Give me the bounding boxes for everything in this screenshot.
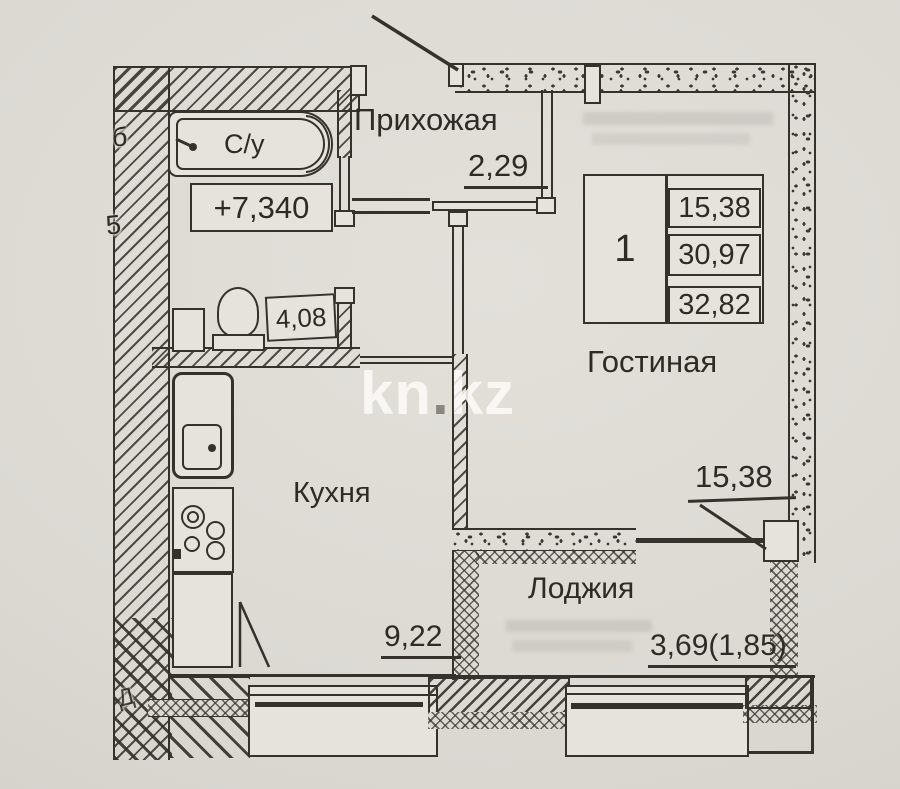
wall-bathroom-right xyxy=(337,302,352,349)
spec-rooms-cell: 1 xyxy=(585,176,665,322)
wall-corner-bottom-left xyxy=(113,618,172,760)
window-frame-line xyxy=(567,693,747,695)
outer-edge-right xyxy=(811,676,814,754)
partition-kitchen-line xyxy=(360,362,452,364)
wall-right xyxy=(788,63,816,563)
spec-living-area: 15,38 xyxy=(678,191,751,224)
underline xyxy=(687,496,797,503)
door-jamb-entrance xyxy=(350,65,367,96)
bathroom-area: 4,08 xyxy=(274,301,328,334)
kitchen-door-swing xyxy=(238,601,271,668)
window-glazing-line xyxy=(571,703,743,709)
wall-corner-bottom-left xyxy=(170,676,250,758)
stove-burner xyxy=(206,541,225,560)
watermark: kn.kz xyxy=(360,364,515,424)
room-label-hallway: Прихожая xyxy=(354,102,498,137)
elevation-mark-text: +7,340 xyxy=(213,190,310,225)
underline xyxy=(648,665,796,668)
wall-hallway-bottom xyxy=(352,198,430,201)
kitchen-sink xyxy=(182,424,222,470)
sink xyxy=(172,308,205,352)
insulation-pier-center xyxy=(428,712,570,729)
underline xyxy=(381,656,461,659)
wall-top-left xyxy=(113,66,360,112)
wall-loggia-left xyxy=(452,550,479,680)
spec-rooms-count: 1 xyxy=(614,228,636,270)
door-jamb xyxy=(334,210,355,227)
spec-table: 1 15,38 30,97 32,82 xyxy=(583,174,764,324)
kitchen-cabinet xyxy=(172,573,233,668)
toilet-tank xyxy=(212,334,265,351)
door-jamb-entrance xyxy=(448,63,464,87)
door-jamb xyxy=(536,197,556,214)
entrance-door-swing xyxy=(371,14,459,72)
watermark-text: kz xyxy=(449,360,516,427)
door-jamb xyxy=(448,211,468,227)
stove-burner xyxy=(181,505,205,529)
wall-hallway-right xyxy=(541,90,553,200)
insulation-corner-right xyxy=(743,705,817,723)
stove-knob xyxy=(174,549,181,559)
door-recess-hallway xyxy=(432,201,538,211)
bathroom-area-box: 4,08 xyxy=(264,293,338,342)
stove-burner xyxy=(206,521,225,540)
door-jamb-loggia xyxy=(763,520,799,562)
faded-text-living-room xyxy=(592,133,750,145)
wall-pier-center xyxy=(428,677,570,714)
watermark-text: kn xyxy=(360,360,433,427)
area-hallway: 2,29 xyxy=(468,148,529,183)
wall-loggia-top xyxy=(452,528,636,551)
stove-burner xyxy=(184,536,200,552)
spec-living-area-cell: 15,38 xyxy=(668,188,761,228)
wall-loggia-right xyxy=(770,561,798,679)
spec-area-cell: 30,97 xyxy=(668,234,761,276)
wall-living-loggia xyxy=(636,538,768,543)
area-loggia: 3,69(1,85) xyxy=(650,629,787,662)
window-loggia xyxy=(565,685,749,757)
room-label-living: Гостиная xyxy=(587,344,718,379)
wall-marking-middle: 5 xyxy=(104,209,123,241)
window-frame-line xyxy=(250,694,436,696)
wall-bottom-edge xyxy=(455,675,815,678)
wall-bathroom-right xyxy=(337,90,352,158)
stove-burner xyxy=(187,511,199,523)
wall-hallway-bottom xyxy=(352,211,430,214)
room-label-loggia: Лоджия xyxy=(528,572,635,605)
outer-edge-bottom xyxy=(747,751,814,754)
wall-bathroom-right xyxy=(339,156,350,218)
window-glazing-line xyxy=(255,702,423,707)
window-kitchen xyxy=(248,685,438,757)
wall-bottom-edge xyxy=(170,674,456,677)
wall-marking-top: б xyxy=(112,122,128,152)
watermark-dot: . xyxy=(432,360,450,427)
toilet-bowl xyxy=(217,287,259,337)
wall-top xyxy=(455,63,816,93)
spec-total-area-cell: 32,82 xyxy=(668,286,761,322)
partition-kitchen-line xyxy=(360,356,452,358)
insulation-band-bottom-left xyxy=(148,699,251,717)
wall-junction xyxy=(584,65,601,104)
faded-text-loggia xyxy=(506,620,652,632)
wall-kitchen-living xyxy=(452,354,468,530)
wall-kitchen-living xyxy=(452,213,464,354)
spec-area-without-balcony: 30,97 xyxy=(678,238,751,271)
kitchen-sink-drain xyxy=(208,444,216,452)
spec-table-divider xyxy=(665,176,668,322)
insulation-loggia-top xyxy=(476,550,636,564)
spec-total-area: 32,82 xyxy=(678,288,751,321)
elevation-mark-box: +7,340 xyxy=(190,183,333,232)
area-kitchen: 9,22 xyxy=(384,620,443,653)
room-label-bathroom: С/у xyxy=(224,129,265,159)
area-living: 15,38 xyxy=(695,459,773,494)
room-label-kitchen: Кухня xyxy=(293,477,371,509)
underline xyxy=(464,186,548,189)
faded-text-living-room xyxy=(583,112,773,125)
faded-text-loggia xyxy=(512,640,632,652)
